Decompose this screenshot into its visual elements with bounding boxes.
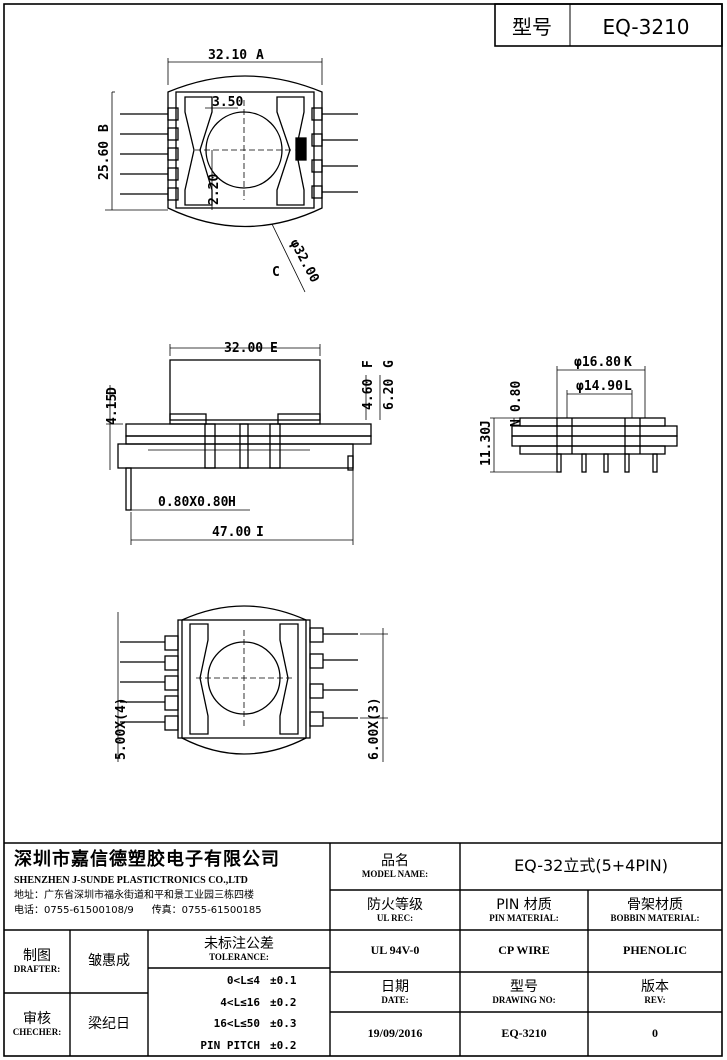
company-name-en: SHENZHEN J-SUNDE PLASTICTRONICS CO.,LTD [14, 874, 248, 886]
model-name-value: EQ-32立式(5+4PIN) [514, 856, 668, 876]
company-block: 深圳市嘉信德塑胶电子有限公司 SHENZHEN J-SUNDE PLASTICT… [6, 846, 328, 928]
dim-tag-i: I [256, 525, 264, 540]
ul-value: UL 94V-0 [370, 943, 420, 958]
dim-tag-e: E [270, 341, 278, 356]
rev-value: 0 [652, 1026, 658, 1041]
side-view [106, 344, 381, 545]
tolerance-row: 16<L≤50±0.3 [213, 1017, 297, 1031]
dim-tag-k: K [624, 355, 632, 370]
end-view [490, 366, 678, 473]
dim-wall: 0.80 [509, 381, 524, 412]
drafter-name: 皱惠成 [88, 953, 130, 970]
dim-height: 25.60 [97, 141, 112, 180]
dim-tag-a: A [256, 48, 264, 63]
tolerance-row: 0<L≤4±0.1 [226, 974, 297, 988]
tolerance-row: PIN PITCH±0.2 [200, 1038, 297, 1052]
dim-end-height: 11.30 [479, 427, 494, 466]
dim-length: 47.00 [212, 525, 251, 540]
dim-tag-l: L [624, 379, 632, 394]
dim-offset: 4.15 [105, 394, 120, 425]
company-address: 地址：广东省深圳市福永街道和平和景工业园三栋四楼 [14, 890, 254, 902]
title-block-grid [4, 842, 722, 1056]
dim-tag-h: H [228, 495, 236, 510]
dim-total-height: 6.20 [382, 379, 397, 410]
drawing-no-value: EQ-3210 [501, 1026, 547, 1041]
dim-side-width: 32.00 [224, 341, 263, 356]
dim-tag-j: J [479, 420, 494, 428]
date-value: 19/09/2016 [367, 1026, 423, 1041]
dim-outer-diameter: φ16.80 [574, 355, 621, 370]
pin-material-value: CP WIRE [498, 943, 550, 958]
dim-tag-g: G [382, 360, 397, 368]
dim-diameter: φ32.00 [286, 237, 321, 286]
dim-pin-size: 0.80X0.80 [158, 495, 229, 510]
checker-name: 梁纪日 [88, 1016, 130, 1033]
tolerance-row: 4<L≤16±0.2 [220, 995, 297, 1009]
dim-inner-diameter: φ14.90 [576, 379, 623, 394]
dim-flange-height: 4.60 [361, 379, 376, 410]
dim-tag-n: N [509, 419, 524, 427]
header-model-box [494, 3, 723, 47]
dim-top-width: 32.10 [208, 48, 247, 63]
bottom-view [117, 605, 388, 762]
header-model-label: 型号 [512, 15, 552, 39]
dim-tag-f: F [361, 360, 376, 368]
dim-slot-depth: 2.20 [207, 174, 222, 205]
dim-pitch-left: 5.00X(4) [114, 697, 129, 760]
drawing-frame [3, 3, 723, 1057]
company-name-zh: 深圳市嘉信德塑胶电子有限公司 [14, 849, 280, 870]
dim-slot: 3.50 [212, 95, 243, 110]
dim-tag-b: B [97, 124, 112, 132]
bobbin-material-value: PHENOLIC [622, 943, 687, 958]
dim-tag-d: D [105, 387, 120, 395]
company-phone: 电话：0755-61500108/9 [14, 904, 134, 916]
header-model-value: EQ-3210 [602, 15, 689, 39]
top-view [105, 58, 358, 293]
dim-tag-c: C [272, 265, 280, 280]
dim-pitch-right: 6.00X(3) [367, 697, 382, 760]
tolerance-list: 0<L≤4±0.1 4<L≤16±0.2 16<L≤50±0.3 PIN PIT… [148, 970, 330, 1056]
company-fax: 传真：0755-61500185 [151, 904, 262, 916]
